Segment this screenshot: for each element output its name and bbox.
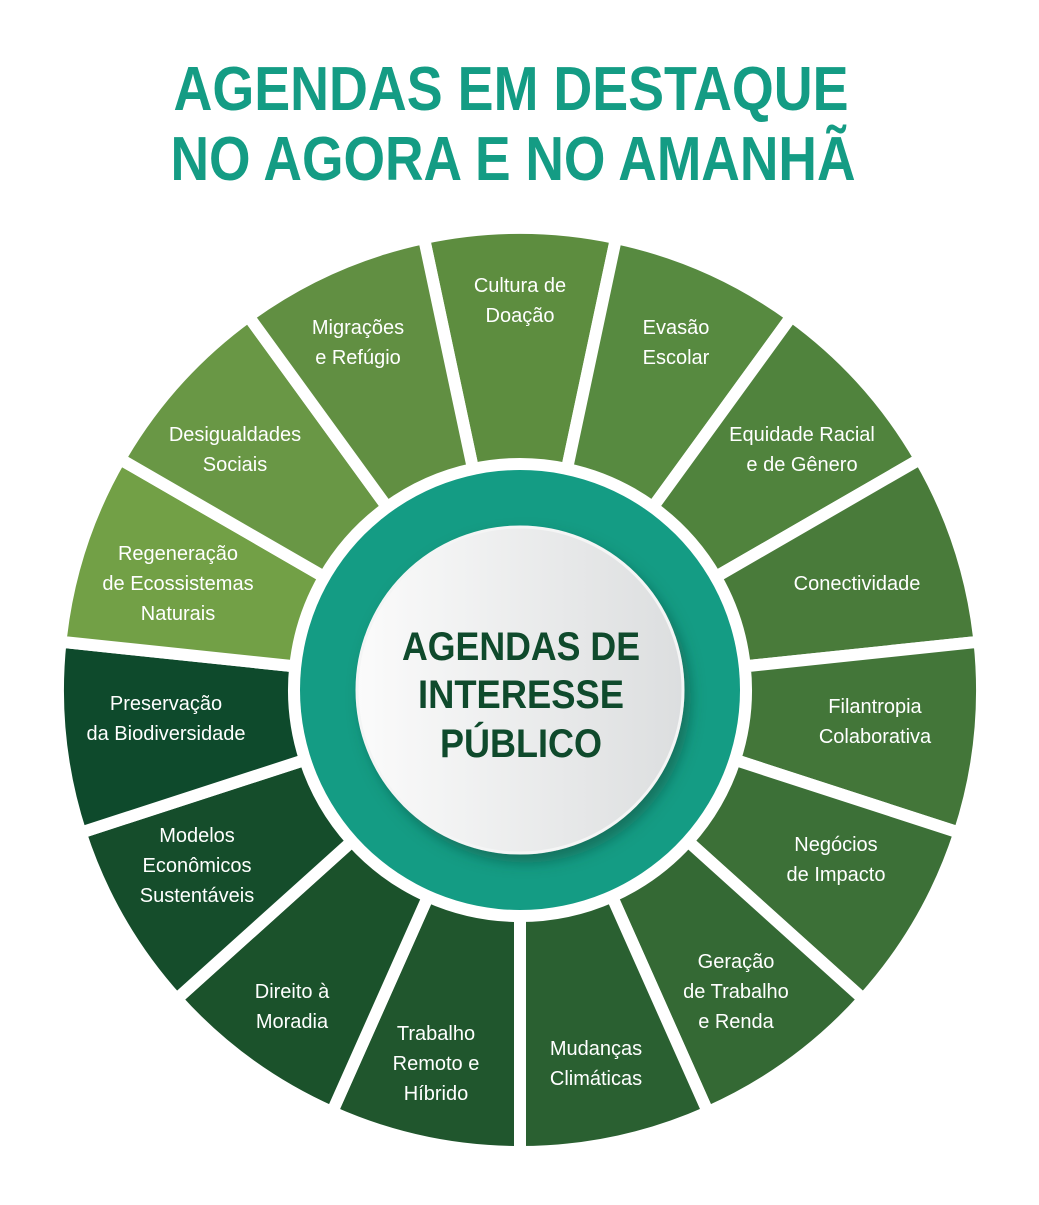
segment-label-line: Escolar (643, 347, 710, 369)
segment-label-line: Doação (486, 305, 555, 327)
segment-label-line: Direito à (255, 981, 330, 1003)
segment-label-line: Econômicos (143, 855, 252, 877)
segment-label-line: Sustentáveis (140, 885, 255, 907)
segment-label-line: da Biodiversidade (87, 723, 246, 745)
segment-label-line: Cultura de (474, 275, 566, 297)
center-circle (355, 525, 685, 855)
segment-label-line: Colaborativa (819, 726, 932, 748)
segment-label-line: Preservação (110, 693, 222, 715)
title-line-1: AGENDAS EM DESTAQUE (174, 55, 849, 124)
segment-label: Preservação da Biodiversidade (87, 693, 246, 745)
segment-label-line: Regeneração (118, 543, 238, 565)
segment-label-line: Equidade Racial (729, 424, 875, 446)
segment-label: Migrações e Refúgio (312, 317, 404, 369)
title-line-2: NO AGORA E NO AMANHÃ (171, 125, 856, 194)
center-title-line-3: PÚBLICO (440, 720, 602, 766)
segment-label: Direito à Moradia (255, 981, 330, 1033)
segment-label-line: e Renda (698, 1011, 774, 1033)
segment-label-line: Climáticas (550, 1068, 642, 1090)
segment-label-line: Mudanças (550, 1038, 642, 1060)
segment-label-line: Geração (698, 951, 775, 973)
segment-label-line: Migrações (312, 317, 404, 339)
segment-label-line: Modelos (159, 825, 235, 847)
segment-label-line: Moradia (256, 1011, 329, 1033)
segment-label: Equidade Racial e de Gênero (729, 424, 875, 476)
segment-label-line: Remoto e (393, 1053, 480, 1075)
segment-label-line: Negócios (794, 834, 877, 856)
segment-label-line: Evasão (643, 317, 710, 339)
segment-14 (240, 230, 481, 516)
segment-label-line: Desigualdades (169, 424, 301, 446)
segment-label: Negócios de Impacto (787, 834, 886, 886)
segment-label-line: e Refúgio (315, 347, 401, 369)
segment-label-line: Híbrido (404, 1083, 468, 1105)
center-title-line-1: AGENDAS DE (402, 625, 640, 669)
segment-label-line: Filantropia (828, 696, 922, 718)
segment-label-line: de Trabalho (683, 981, 789, 1003)
segment-label-line: Conectividade (794, 573, 921, 595)
center-title-line-2: INTERESSE (418, 673, 624, 717)
segment-label-line: de Impacto (787, 864, 886, 886)
segment-label-line: Naturais (141, 603, 215, 625)
segment-label: Geração de Trabalho e Renda (683, 951, 789, 1033)
segment-label-line: Trabalho (397, 1023, 475, 1045)
segment-label-line: e de Gênero (746, 454, 857, 476)
segment-label-line: de Ecossistemas (102, 573, 253, 595)
segment-label: Cultura de Doação (474, 275, 566, 327)
segment-label-line: Sociais (203, 454, 267, 476)
segment-label: Conectividade (794, 573, 921, 595)
